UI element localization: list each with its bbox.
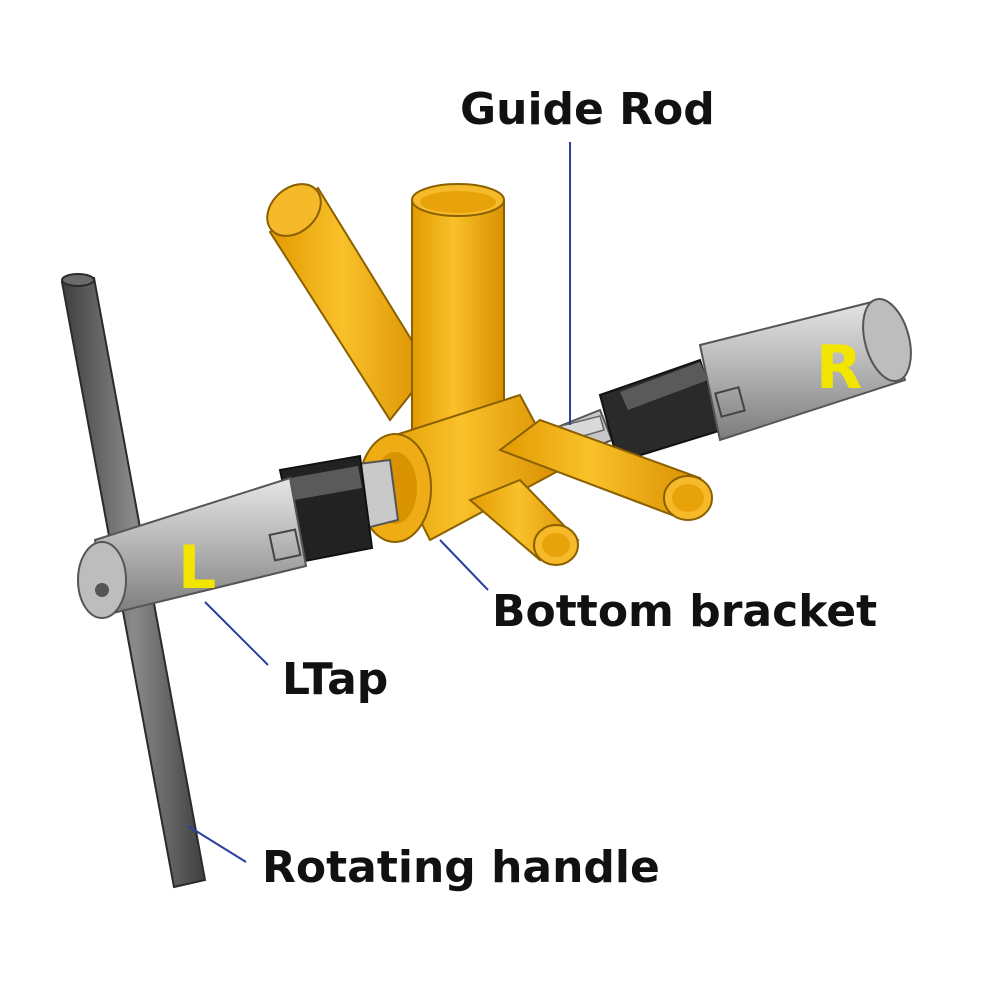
bottom-bracket-label: Bottom bracket bbox=[492, 586, 878, 637]
left-side-mark: L bbox=[178, 533, 217, 603]
leader-lines bbox=[187, 142, 571, 863]
rotating-handle-leader bbox=[187, 825, 247, 863]
ltap-label: LTap bbox=[282, 654, 389, 705]
bottom-bracket-leader bbox=[439, 539, 489, 591]
rotating-handle-label: Rotating handle bbox=[262, 842, 660, 893]
down-tube bbox=[497, 418, 713, 521]
chain-stay-tube bbox=[468, 478, 580, 566]
left-tap bbox=[77, 454, 400, 619]
ltap-leader bbox=[204, 601, 269, 666]
guide-rod-label: Guide Rod bbox=[460, 84, 715, 135]
right-side-mark: R bbox=[816, 333, 863, 403]
seat-stay-tube bbox=[266, 183, 432, 422]
right-tap bbox=[548, 298, 912, 464]
